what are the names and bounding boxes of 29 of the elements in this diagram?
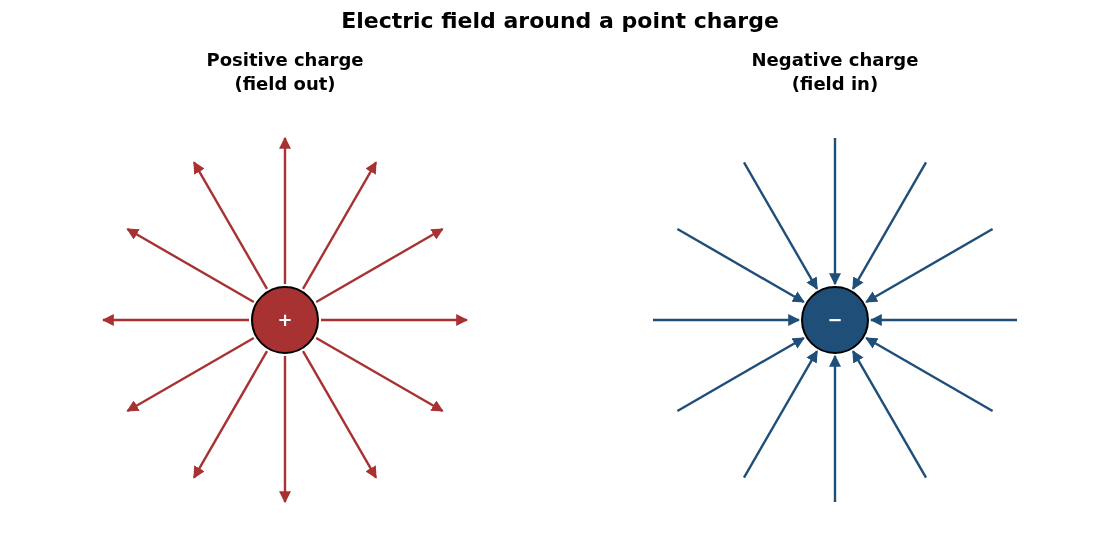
field-arrow bbox=[315, 227, 444, 304]
charge-circle: − bbox=[801, 286, 869, 354]
field-arrow bbox=[851, 350, 928, 479]
field-arrow bbox=[321, 314, 469, 326]
field-arrow bbox=[653, 314, 801, 326]
field-arrow bbox=[301, 350, 378, 479]
diagram-title: Electric field around a point charge bbox=[340, 8, 780, 33]
field-arrow bbox=[192, 161, 269, 290]
field-arrow bbox=[301, 161, 378, 290]
field-arrow bbox=[279, 356, 291, 504]
field-arrow bbox=[742, 350, 819, 479]
field-arrow bbox=[829, 354, 841, 502]
charge-circle: + bbox=[251, 286, 319, 354]
field-arrow bbox=[869, 314, 1017, 326]
field-arrow bbox=[101, 314, 249, 326]
field-arrow bbox=[315, 336, 444, 413]
field-arrow bbox=[126, 336, 255, 413]
panel-heading: Negative charge (field in) bbox=[750, 48, 920, 96]
field-arrow bbox=[279, 136, 291, 284]
field-arrow bbox=[192, 350, 269, 479]
field-arrow bbox=[126, 227, 255, 304]
field-arrow bbox=[676, 227, 805, 304]
field-arrow bbox=[829, 138, 841, 286]
panel-heading: Positive charge (field out) bbox=[205, 48, 365, 96]
field-arrow bbox=[676, 336, 805, 413]
field-arrow bbox=[742, 161, 819, 290]
field-arrow bbox=[865, 336, 994, 413]
field-arrow bbox=[865, 227, 994, 304]
field-arrow bbox=[851, 161, 928, 290]
